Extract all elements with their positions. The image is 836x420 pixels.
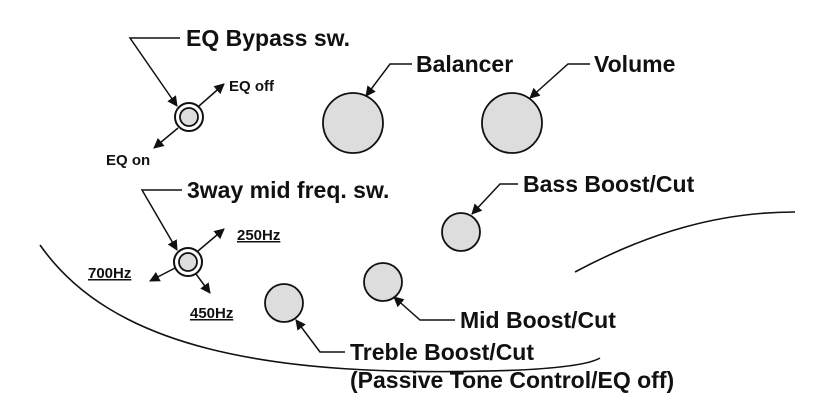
mid-freq-switch[interactable] <box>173 247 203 277</box>
eq-bypass-leader <box>128 37 180 107</box>
mid-leader <box>393 296 455 321</box>
volume-leader <box>529 63 590 99</box>
hz250-label: 250Hz <box>237 227 280 244</box>
mid-freq-label: 3way mid freq. sw. <box>187 177 389 203</box>
bass-knob[interactable] <box>441 212 481 252</box>
mid-knob[interactable] <box>363 262 403 302</box>
volume-label: Volume <box>594 51 675 77</box>
eq-bypass-switch[interactable] <box>174 102 204 132</box>
eq-off-label: EQ off <box>229 78 275 95</box>
hz700-label: 700Hz <box>88 265 131 282</box>
mid-label: Mid Boost/Cut <box>460 307 616 333</box>
treble-leader <box>295 319 345 353</box>
balancer-label: Balancer <box>416 51 513 77</box>
bass-label: Bass Boost/Cut <box>523 171 695 197</box>
hz450-label: 450Hz <box>190 305 233 322</box>
hz250-arrow <box>197 228 225 252</box>
treble-label-line2: (Passive Tone Control/EQ off) <box>350 367 674 393</box>
eq-off-arrow <box>198 83 225 107</box>
hz450-arrow <box>195 273 211 294</box>
body-outline-right <box>574 211 796 273</box>
treble-knob[interactable] <box>264 283 304 323</box>
balancer-leader <box>365 63 412 97</box>
eq-on-arrow <box>153 127 179 149</box>
body-outline-left <box>39 244 601 373</box>
bass-leader <box>471 183 518 215</box>
eq-bypass-label: EQ Bypass sw. <box>186 25 350 51</box>
mid-freq-leader <box>140 189 182 251</box>
balancer-knob[interactable] <box>322 92 384 154</box>
treble-label-line1: Treble Boost/Cut <box>350 339 534 365</box>
eq-on-label: EQ on <box>106 152 150 169</box>
hz700-arrow <box>149 267 176 282</box>
volume-knob[interactable] <box>481 92 543 154</box>
